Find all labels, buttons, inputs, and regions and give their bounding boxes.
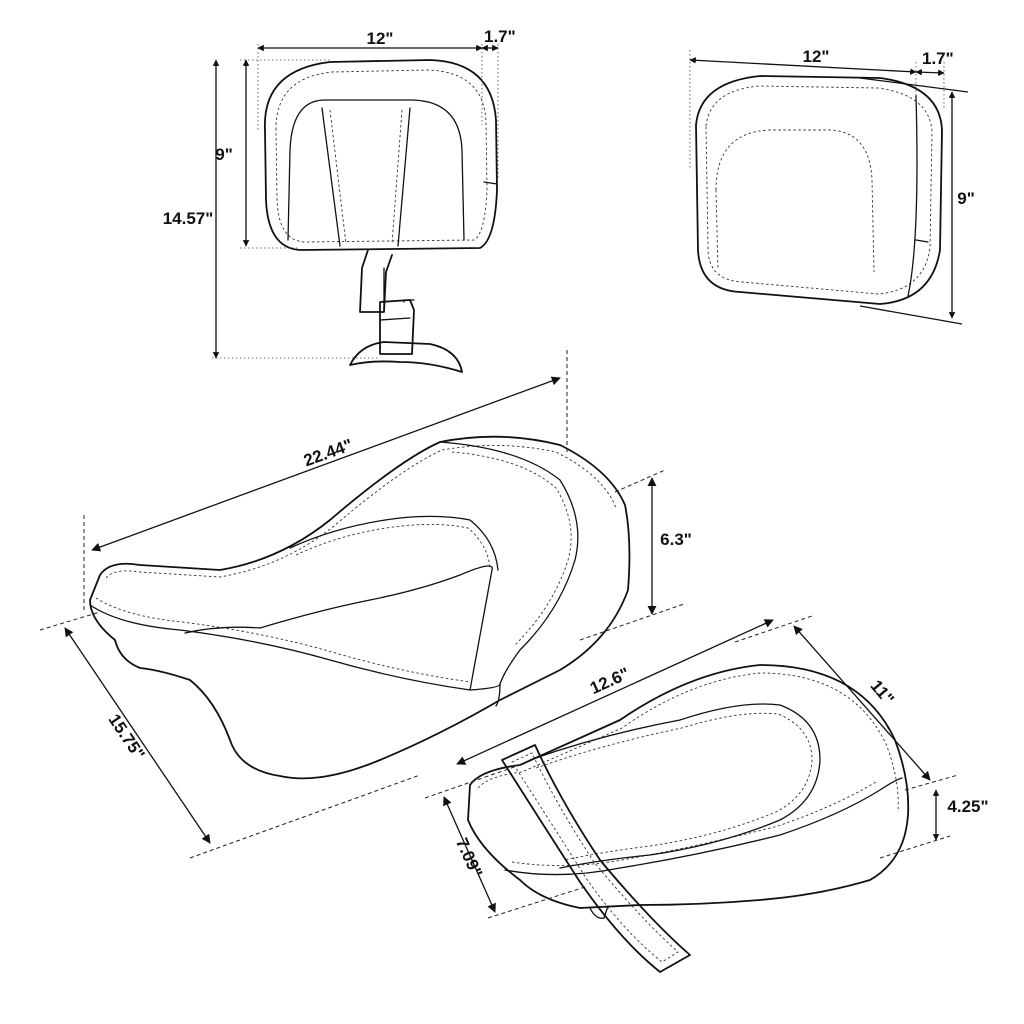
passenger-backrest-pad xyxy=(695,75,943,305)
driver-backrest-depth-label: 1.7" xyxy=(484,27,516,46)
passenger-backrest-width-label: 12" xyxy=(803,47,830,66)
passenger-seat: 12.6" 11" 4.25" 7.09" xyxy=(424,615,989,973)
driver-backrest: 12" 1.7" 9" 14.57" xyxy=(163,27,516,373)
passenger-backrest: 12" 1.7" 9" xyxy=(689,47,975,325)
driver-backrest-pad-height-label: 9" xyxy=(215,145,233,164)
passenger-seat-height-label: 4.25" xyxy=(947,797,988,816)
driver-seat-height-label: 6.3" xyxy=(660,530,692,549)
driver-seat-width-label: 15.75" xyxy=(105,711,149,764)
passenger-seat-strap xyxy=(501,744,691,973)
driver-seat: 22.44" 15.75" 6.3" xyxy=(39,350,692,859)
driver-backrest-total-height-label: 14.57" xyxy=(163,209,214,228)
passenger-backrest-height-label: 9" xyxy=(957,189,975,208)
passenger-seat-length-label: 12.6" xyxy=(587,664,632,698)
driver-backrest-pad xyxy=(264,59,498,251)
passenger-seat-body xyxy=(467,664,910,909)
driver-backrest-width-label: 12" xyxy=(367,29,394,48)
driver-seat-body xyxy=(89,435,631,780)
driver-seat-length-label: 22.44" xyxy=(301,435,355,470)
passenger-backrest-depth-label: 1.7" xyxy=(922,49,954,68)
